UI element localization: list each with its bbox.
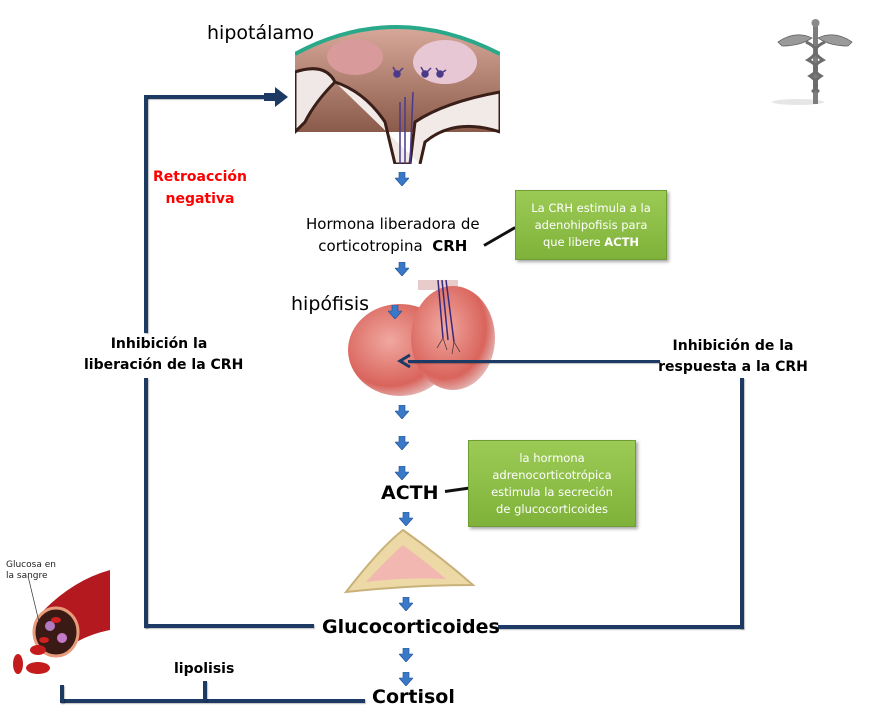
pituitary-label: hipófisis	[291, 293, 370, 315]
hypothalamus-illustration	[295, 25, 500, 164]
blood-glucose-label-line2: la sangre	[6, 571, 48, 581]
feedback-line-left-lower	[144, 378, 148, 628]
acth-label: ACTH	[381, 482, 439, 504]
crh-label: Hormona liberadora de corticotropina CRH	[306, 213, 480, 257]
hypothalamus-label: hipotálamo	[207, 22, 315, 44]
acth-callout-line3: estimula la secreción	[491, 484, 613, 499]
down-arrow-icon	[395, 466, 409, 480]
acth-callout-line2: adrenocorticotrópica	[492, 467, 612, 482]
feedback-line-left-upper	[144, 95, 148, 333]
blood-glucose-label: Glucosa en la sangre	[6, 560, 56, 582]
acth-callout-line4: de glucocorticoides	[496, 501, 608, 516]
blood-glucose-label-line1: Glucosa en	[6, 560, 56, 570]
crh-callout: La CRH estimula a la adenohipofisis para…	[515, 190, 667, 260]
blood-vessel-illustration	[13, 570, 110, 674]
crh-callout-line3-prefix: que libere	[542, 234, 605, 249]
down-arrow-icon	[395, 172, 409, 186]
acth-callout-connector	[444, 486, 469, 493]
caduceus-icon	[772, 19, 853, 105]
inhibit-crh-response-label: Inhibición de la respuesta a la CRH	[658, 336, 808, 378]
down-arrow-icon	[399, 597, 413, 611]
crh-callout-line3: que libere ACTH	[516, 234, 666, 251]
feedback-line-top	[144, 95, 269, 99]
crh-label-line1: Hormona liberadora de	[306, 215, 480, 233]
feedback-arrowhead-icon	[264, 87, 288, 107]
inhibit-crh-response-line2: respuesta a la CRH	[658, 359, 808, 375]
down-arrow-icon	[399, 648, 413, 662]
pituitary-illustration	[348, 279, 495, 396]
cortisol-label: Cortisol	[372, 686, 455, 708]
inhibit-crh-release-label: Inhibición la liberación de la CRH	[84, 334, 244, 376]
down-arrow-icon	[395, 405, 409, 419]
crh-callout-line2: adenohipofisis para	[534, 217, 648, 232]
adrenal-gland-illustration	[343, 528, 476, 594]
response-line-bottom-right	[498, 625, 743, 629]
crh-label-name: corticotropina	[318, 237, 423, 255]
down-arrow-icon	[395, 262, 409, 276]
down-arrow-icon	[395, 436, 409, 450]
crh-abbr: CRH	[432, 237, 468, 255]
inhibit-crh-release-line1: Inhibición la	[110, 336, 208, 352]
response-line-right	[740, 378, 744, 629]
acth-callout-line1: la hormona	[519, 450, 585, 465]
lipolysis-label: lipolisis	[174, 661, 235, 677]
response-line-into-pituitary	[408, 360, 660, 363]
lipolysis-line-left	[60, 685, 64, 703]
down-arrow-icon	[399, 672, 413, 686]
inhibit-crh-release-line2: liberación de la CRH	[84, 357, 244, 373]
response-arrowhead-icon	[397, 353, 411, 369]
negative-feedback-line2: negativa	[165, 191, 235, 207]
negative-feedback-label: Retroacción negativa	[150, 166, 250, 210]
negative-feedback-line1: Retroacción	[153, 169, 247, 185]
inhibit-crh-response-line1: Inhibición de la	[672, 338, 794, 354]
down-arrow-icon	[388, 305, 402, 319]
crh-callout-line1: La CRH estimula a la	[531, 200, 651, 215]
crh-callout-connector	[483, 226, 516, 247]
down-arrow-icon	[399, 512, 413, 526]
lipolysis-line-bottom	[60, 699, 365, 703]
crh-callout-line3-bold: ACTH	[604, 234, 640, 249]
acth-callout: la hormona adrenocorticotrópica estimula…	[468, 440, 636, 527]
lipolysis-line-tick	[203, 681, 207, 701]
glucocorticoids-label: Glucocorticoides	[322, 616, 500, 638]
feedback-line-bottom-left	[144, 624, 314, 628]
crh-label-line2: corticotropina CRH	[306, 235, 480, 257]
